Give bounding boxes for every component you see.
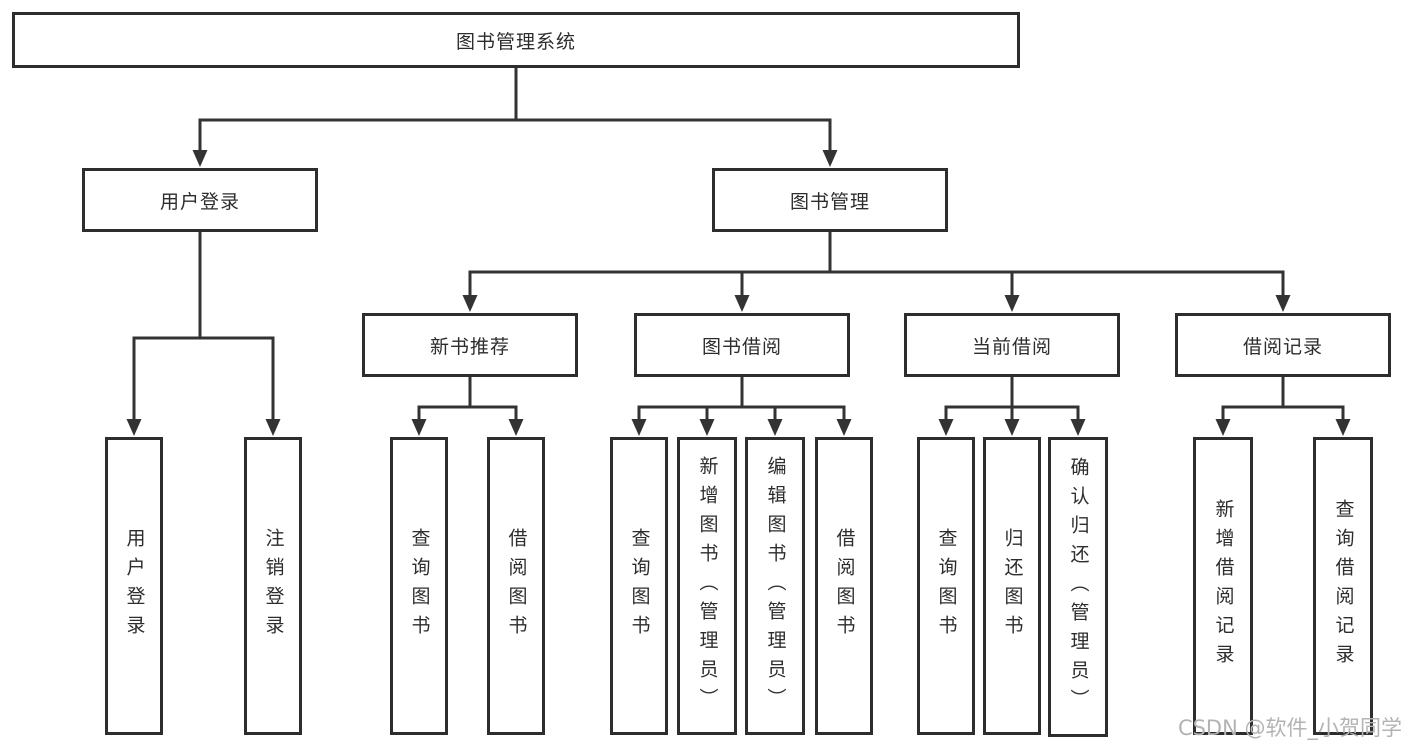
node-label: 编辑图书（管理员） [764,455,787,717]
leaf-return-books: 归还图书 [983,437,1041,735]
arrowhead-leaf-user-login [126,419,142,436]
node-book-borrowing: 图书借阅 [634,313,850,377]
csdn-watermark: CSDN @软件_小贺同学 [1177,716,1402,740]
node-label: 查询图书 [628,528,651,644]
leaf-logout: 注销登录 [244,437,302,735]
node-label: 用户登录 [159,190,240,213]
node-label: 查询图书 [935,528,958,644]
leaf-borrow-books-borrowing: 借阅图书 [815,437,873,735]
node-current-borrowing: 当前借阅 [904,313,1120,377]
node-new-book-recommend: 新书推荐 [362,313,578,377]
arrowhead-current-borrowing [1004,295,1020,312]
arrowhead-borrowing-records [1275,295,1291,312]
node-label: 查询借阅记录 [1332,499,1355,673]
leaf-borrow-books-recommend: 借阅图书 [487,437,545,735]
arrowhead-leaf-borrow-books-borrowing [836,419,852,436]
arrowhead-user-login [192,150,208,167]
arrowhead-book-borrowing [734,295,750,312]
arrowhead-leaf-confirm-return-admin [1070,419,1086,436]
node-label: 图书管理系统 [455,30,576,53]
arrowhead-leaf-add-book-admin [699,419,715,436]
leaf-user-login: 用户登录 [105,437,163,735]
leaf-edit-book-admin: 编辑图书（管理员） [745,437,805,735]
leaf-confirm-return-admin: 确认归还（管理员） [1048,437,1108,737]
node-label: 查询图书 [408,528,431,644]
node-label: 新增图书（管理员） [696,455,719,717]
arrowhead-leaf-query-books-recommend [411,419,427,436]
leaf-query-books-recommend: 查询图书 [390,437,448,735]
arrowhead-leaf-logout [265,419,281,436]
arrowhead-book-management [822,150,838,167]
node-label: 归还图书 [1001,528,1024,644]
leaf-add-book-admin: 新增图书（管理员） [677,437,737,735]
node-label: 用户登录 [123,528,146,644]
arrowhead-leaf-edit-book-admin [767,419,783,436]
arrowhead-new-book-recommend [462,295,478,312]
node-book-management: 图书管理 [712,168,948,232]
arrowhead-leaf-query-books-current [938,419,954,436]
node-user-login: 用户登录 [82,168,318,232]
arrowhead-leaf-return-books [1004,419,1020,436]
node-label: 确认归还（管理员） [1067,456,1090,718]
node-label: 图书借阅 [701,335,782,358]
arrowhead-leaf-query-books-borrowing [631,419,647,436]
arrowhead-leaf-query-borrow-record [1335,419,1351,436]
node-label: 当前借阅 [971,335,1052,358]
leaf-query-books-current: 查询图书 [917,437,975,735]
node-label: 借阅图书 [505,528,528,644]
node-label: 图书管理 [789,190,870,213]
leaf-query-books-borrowing: 查询图书 [610,437,668,735]
node-label: 借阅图书 [833,528,856,644]
node-label: 借阅记录 [1242,335,1323,358]
node-label: 注销登录 [262,528,285,644]
arrowhead-leaf-borrow-books-recommend [508,419,524,436]
node-label: 新增借阅记录 [1212,499,1235,673]
leaf-add-borrow-record: 新增借阅记录 [1193,437,1253,735]
arrowhead-leaf-add-borrow-record [1215,419,1231,436]
leaf-query-borrow-record: 查询借阅记录 [1313,437,1373,735]
node-library-management-system: 图书管理系统 [12,12,1020,68]
node-label: 新书推荐 [429,335,510,358]
node-borrowing-records: 借阅记录 [1175,313,1391,377]
